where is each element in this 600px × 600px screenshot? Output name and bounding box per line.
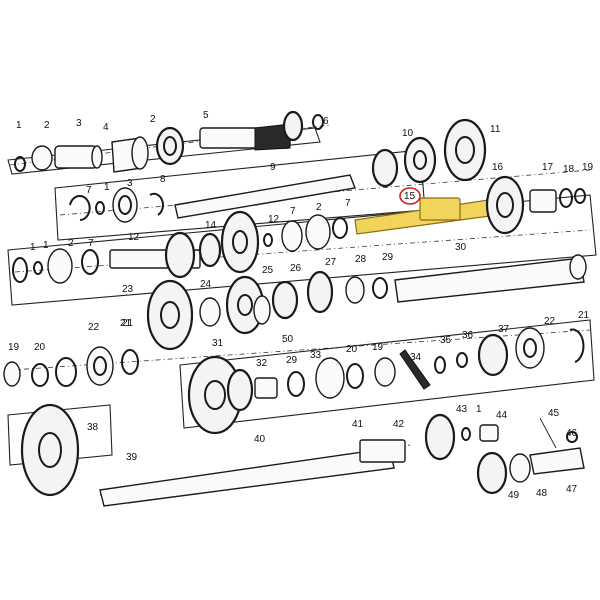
part-label-37: 37 bbox=[498, 324, 510, 335]
part-label-1: 1 bbox=[476, 404, 482, 415]
part-label-19: 19 bbox=[582, 162, 594, 173]
part-label-6: 6 bbox=[323, 116, 329, 127]
part-label-30: 30 bbox=[455, 242, 467, 253]
part-label-33: 33 bbox=[310, 350, 322, 361]
lower-shaft-group bbox=[3, 327, 585, 435]
part-label-14: 14 bbox=[205, 220, 217, 231]
part-label-11: 11 bbox=[490, 124, 501, 135]
part-label-21: 21 bbox=[120, 318, 132, 329]
part-label-20: 20 bbox=[346, 344, 358, 355]
part-label-24: 24 bbox=[200, 279, 212, 290]
part-label-50: 50 bbox=[282, 334, 294, 345]
part-label-2: 2 bbox=[316, 202, 322, 213]
part-label-7: 7 bbox=[86, 185, 92, 196]
input-shaft-group bbox=[14, 110, 324, 173]
upper-shaft-group bbox=[69, 118, 487, 223]
part-label-28: 28 bbox=[355, 254, 367, 265]
part-label-31: 31 bbox=[212, 338, 224, 349]
part-label-2: 2 bbox=[150, 114, 156, 125]
part-label-7: 7 bbox=[345, 198, 351, 209]
part-label-44: 44 bbox=[496, 410, 508, 421]
part-label-21: 21 bbox=[122, 318, 134, 329]
part-label-7: 7 bbox=[88, 238, 94, 249]
part-label-7: 7 bbox=[290, 206, 296, 217]
part-label-12: 12 bbox=[268, 214, 280, 225]
part-label-29: 29 bbox=[286, 355, 298, 366]
part-label-25: 25 bbox=[262, 265, 274, 276]
part-label-47: 47 bbox=[566, 484, 578, 495]
part-label-36: 36 bbox=[462, 330, 474, 341]
part-label-8: 8 bbox=[160, 174, 166, 185]
part-label-26: 26 bbox=[290, 263, 302, 274]
part-label-3: 3 bbox=[76, 118, 82, 129]
part-label-39: 39 bbox=[126, 452, 138, 463]
part-label-1: 1 bbox=[43, 240, 49, 251]
part-label-23: 23 bbox=[122, 284, 134, 295]
part-label-10: 10 bbox=[402, 128, 414, 139]
part-label-29: 29 bbox=[382, 252, 394, 263]
part-label-32: 32 bbox=[256, 358, 268, 369]
layshaft-group bbox=[12, 210, 587, 303]
part-label-1: 1 bbox=[30, 242, 36, 253]
gear-cluster bbox=[146, 270, 388, 351]
part-label-22: 22 bbox=[88, 322, 100, 333]
part-label-49: 49 bbox=[508, 490, 520, 501]
part-label-12: 12 bbox=[128, 232, 140, 243]
part-label-3: 3 bbox=[127, 178, 133, 189]
part-label-45: 45 bbox=[548, 408, 560, 419]
part-label-5: 5 bbox=[203, 110, 209, 121]
part-label-2: 2 bbox=[44, 120, 50, 131]
highlighted-shaft-15 bbox=[354, 187, 491, 235]
part-label-19: 19 bbox=[372, 342, 384, 353]
part-label-2: 2 bbox=[68, 238, 74, 249]
part-label-18: 18 bbox=[563, 164, 575, 175]
part-label-17: 17 bbox=[542, 162, 554, 173]
part-label-48: 48 bbox=[536, 488, 548, 499]
right-bearing-group bbox=[485, 175, 586, 235]
part-label-22: 22 bbox=[544, 316, 556, 327]
part-label-43: 43 bbox=[456, 404, 468, 415]
part-label-27: 27 bbox=[325, 257, 337, 268]
part-label-40: 40 bbox=[254, 434, 266, 445]
part-label-41: 41 bbox=[352, 419, 364, 430]
part-label-16: 16 bbox=[492, 162, 504, 173]
part-label-4: 4 bbox=[103, 122, 109, 133]
part-label-38: 38 bbox=[87, 422, 99, 433]
part-label-19: 19 bbox=[8, 342, 20, 353]
part-label-42: 42 bbox=[393, 419, 405, 430]
part-label-21: 21 bbox=[578, 310, 590, 321]
part-label-34: 34 bbox=[410, 352, 422, 363]
part-label-1: 1 bbox=[104, 182, 110, 193]
part-label-46: 46 bbox=[566, 428, 578, 439]
part-label-20: 20 bbox=[34, 342, 46, 353]
output-shaft-group bbox=[20, 403, 585, 507]
part-label-15: 15 bbox=[404, 191, 416, 202]
part-label-9: 9 bbox=[270, 162, 276, 173]
part-label-35: 35 bbox=[440, 335, 452, 346]
part-15-marker bbox=[399, 187, 421, 205]
part-label-1: 1 bbox=[16, 120, 22, 131]
